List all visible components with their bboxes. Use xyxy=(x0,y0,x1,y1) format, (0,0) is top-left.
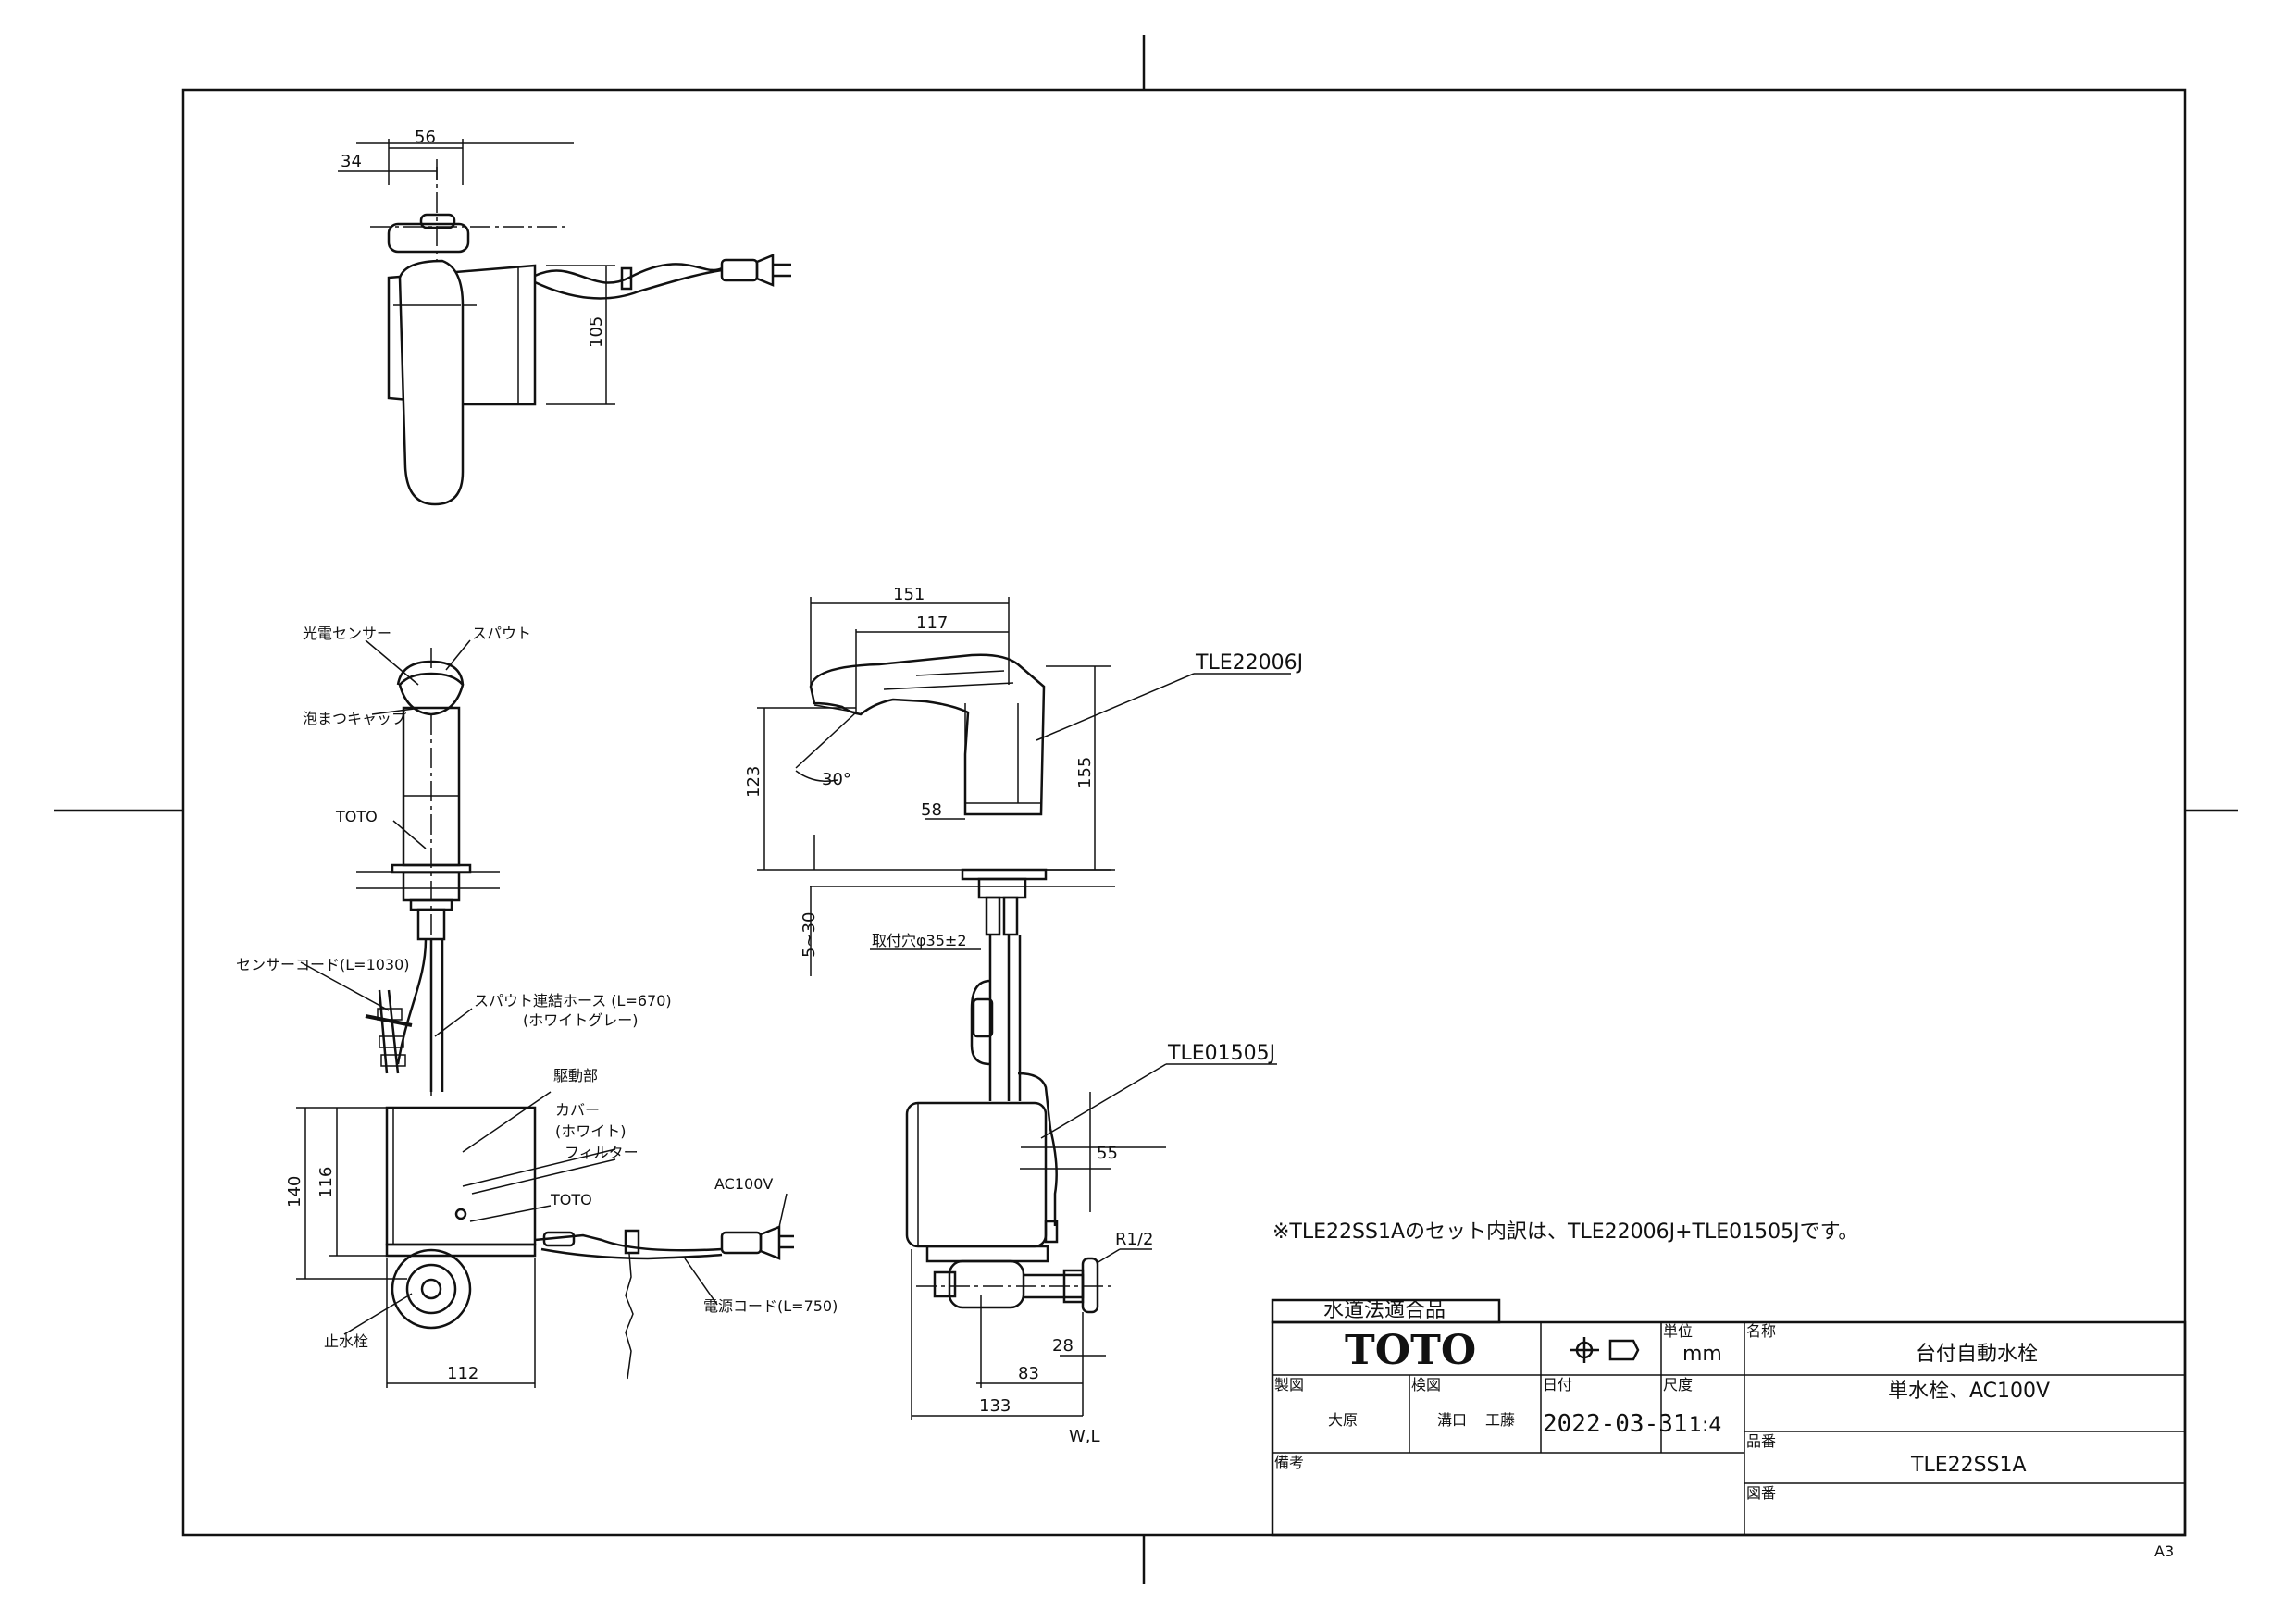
dim-side-wl: W,L xyxy=(1069,1427,1100,1446)
scale-value: 1:4 xyxy=(1689,1414,1721,1437)
checked-value-2: 工藤 xyxy=(1485,1411,1515,1429)
label-stop-valve: 止水栓 xyxy=(324,1332,368,1350)
label-sensor-cord: センサーコード(L=1030) xyxy=(236,956,410,973)
checked-value-1: 溝口 xyxy=(1437,1411,1467,1429)
dim-side-133: 133 xyxy=(979,1396,1011,1416)
label-filter: フィルター xyxy=(565,1144,639,1161)
dim-side-83: 83 xyxy=(1018,1364,1039,1383)
dim-side-151: 151 xyxy=(893,585,925,604)
label-spout-hose: スパウト連結ホース (L=670) xyxy=(474,992,672,1010)
label-toto-box: TOTO xyxy=(550,1191,592,1208)
name-label: 名称 xyxy=(1746,1322,1776,1340)
part-number-control-unit: TLE01505J xyxy=(1167,1042,1275,1065)
label-spout: スパウト xyxy=(472,625,531,642)
remarks-label: 備考 xyxy=(1274,1454,1304,1471)
label-cover-color: (ホワイト) xyxy=(555,1122,627,1140)
checked-label: 検図 xyxy=(1411,1376,1441,1394)
drawing-number-label: 図番 xyxy=(1746,1484,1776,1502)
toto-logo: TOTO xyxy=(1345,1327,1476,1374)
scale-label: 尺度 xyxy=(1663,1376,1693,1394)
sheet-frame xyxy=(54,35,2238,1584)
label-photo-sensor: 光電センサー xyxy=(303,625,391,642)
title-block xyxy=(1271,1298,2187,1537)
dim-side-58: 58 xyxy=(921,800,942,820)
dim-front-112: 112 xyxy=(447,1364,478,1383)
dim-top-105: 105 xyxy=(587,316,606,348)
date-value: 2022-03-31 xyxy=(1543,1410,1688,1438)
dim-side-30deg: 30° xyxy=(822,770,851,789)
set-composition-note: ※TLE22SS1Aのセット内訳は、TLE22006J+TLE01505Jです。 xyxy=(1272,1220,1858,1244)
side-view xyxy=(757,597,1291,1420)
part-number-faucet: TLE22006J xyxy=(1195,651,1303,675)
label-ac100v: AC100V xyxy=(714,1175,773,1193)
product-value: TLE22SS1A xyxy=(1910,1454,2027,1477)
drawn-label: 製図 xyxy=(1274,1376,1304,1394)
product-label: 品番 xyxy=(1746,1432,1776,1450)
dim-side-123: 123 xyxy=(744,766,763,798)
water-law-label: 水道法適合品 xyxy=(1323,1299,1446,1322)
unit-value: mm xyxy=(1682,1343,1722,1366)
dim-side-117: 117 xyxy=(916,613,948,633)
unit-label: 単位 xyxy=(1663,1322,1693,1340)
dim-side-mount-hole: 取付穴φ35±2 xyxy=(872,932,967,949)
label-toto-front: TOTO xyxy=(335,808,378,825)
dim-top-34: 34 xyxy=(341,152,362,171)
dim-top-56: 56 xyxy=(415,128,436,147)
dim-side-28: 28 xyxy=(1052,1336,1074,1356)
label-aerator-cap: 泡まつキャップ xyxy=(303,710,406,727)
dim-front-140: 140 xyxy=(285,1176,304,1208)
dim-side-r12: R1/2 xyxy=(1115,1230,1153,1249)
label-drive-unit: 駆動部 xyxy=(553,1067,598,1084)
label-spout-hose-color: (ホワイトグレー) xyxy=(523,1011,639,1029)
label-cover: カバー xyxy=(555,1101,600,1119)
name-value: 台付自動水栓 xyxy=(1916,1343,2038,1366)
sheet-size-label: A3 xyxy=(2154,1542,2174,1560)
dim-side-5-30: 5~30 xyxy=(800,912,819,958)
dim-side-55: 55 xyxy=(1097,1144,1118,1163)
dim-side-155: 155 xyxy=(1075,757,1095,788)
label-power-cord: 電源コード(L=750) xyxy=(703,1297,838,1315)
front-view xyxy=(296,639,794,1388)
date-label: 日付 xyxy=(1543,1376,1572,1394)
dim-front-116: 116 xyxy=(316,1167,336,1198)
subname-value: 単水栓、AC100V xyxy=(1888,1380,2050,1403)
top-view xyxy=(338,139,791,506)
drawn-value: 大原 xyxy=(1328,1411,1358,1429)
